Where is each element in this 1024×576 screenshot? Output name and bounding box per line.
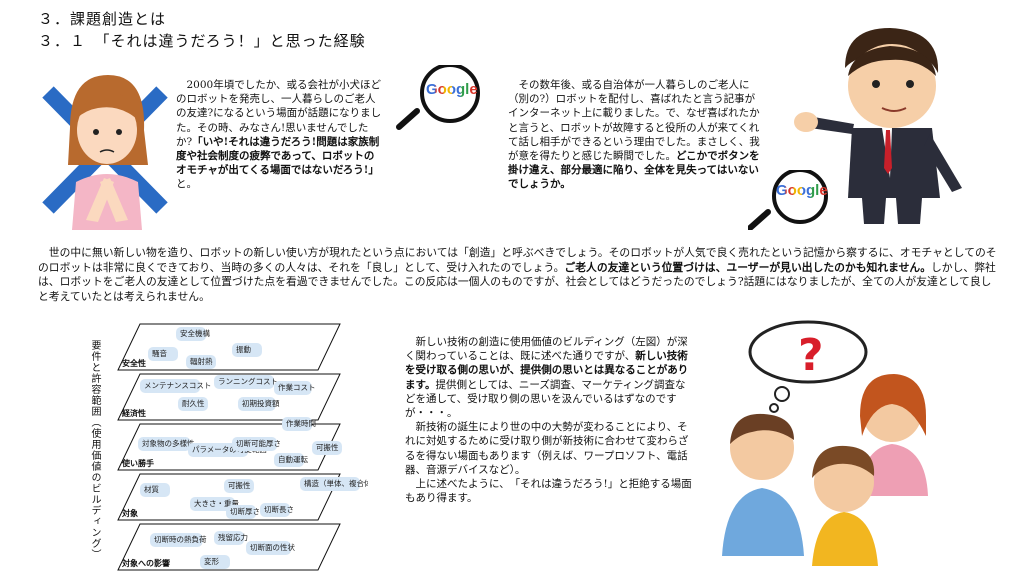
diagram-puzzle-piece [186, 355, 216, 369]
diagram-puzzle-piece [150, 533, 203, 547]
section-heading: ３．課題創造とは [38, 10, 167, 28]
paragraph-creation-analysis: 世の中に無い新しい物を造り、ロボットの新しい使い方が現れたという点においては「創… [38, 246, 997, 303]
diagram-item-label: 構造（単体、複合体） [304, 478, 368, 488]
diagram-layer-title: 対象への影響 [121, 558, 170, 568]
diagram-item-label: メンテナンスコスト [144, 381, 211, 390]
use-value-building-diagram: 安全機構騒音 振動輻射熱 安全性メンテナンスコストランニングコスト作業コスト耐久性 初… [117, 323, 368, 571]
diagram-item-label: 切断時の熱負荷 [154, 534, 207, 544]
diagram-layer-title: 対象 [121, 508, 138, 518]
diagram-puzzle-piece [232, 343, 262, 357]
diagram-item-label: 切断面の性状 [250, 542, 295, 552]
diagram-puzzle-piece [300, 477, 360, 491]
diagram-item-label: 作業時間 [286, 418, 316, 428]
businessman-pointing-illustration [794, 28, 962, 224]
woman-x-illustration [42, 75, 168, 230]
diagram-puzzle-piece [200, 555, 230, 569]
diagram-puzzle-piece [190, 497, 235, 511]
diagram-item-label: 対象物の多様性 [142, 438, 195, 448]
diagram-puzzle-piece [214, 375, 274, 389]
diagram-puzzle-piece [232, 437, 277, 451]
paragraph-robot-story: 2000年頃でしたか、或る会社が小犬ほどのロボットを発売し、一人暮らしのご老人の… [176, 79, 382, 191]
diagram-item-label: 可搬性 [316, 442, 339, 452]
diagram-puzzle-piece [138, 437, 191, 451]
diagram-item-label: 切断可能厚さ [236, 438, 281, 448]
google-magnifier-icon: Google [395, 63, 495, 130]
diagram-item-label: 作業コスト [278, 382, 316, 392]
diagram-puzzle-piece [176, 327, 206, 341]
diagram-puzzle-piece [226, 505, 256, 519]
paragraph-municipality-story: その数年後、或る自治体が一人暮らしのご老人に（別の?）ロボットを配付し、喜ばれた… [508, 79, 760, 191]
diagram-item-label: 変形 [204, 556, 219, 566]
diagram-layer-title: 安全性 [122, 358, 146, 368]
diagram-item-label: 残留応力 [218, 532, 248, 542]
diagram-item-label: 材質 [144, 484, 159, 494]
diagram-item-label: 振動 [236, 344, 251, 354]
thinking-family-illustration: ? [722, 320, 928, 566]
diagram-item-label: 自動運転 [278, 454, 308, 464]
diagram-puzzle-piece [140, 483, 170, 497]
diagram-item-label: 切断厚さ [230, 506, 260, 516]
diagram-puzzle-piece [214, 531, 244, 545]
diagram-puzzle-piece [238, 397, 276, 411]
diagram-item-label: ランニングコスト [218, 376, 278, 386]
diagram-item-label: 輻射熱 [190, 356, 213, 366]
diagram-puzzle-piece [260, 503, 290, 517]
question-mark-icon: ? [798, 330, 824, 381]
diagram-puzzle-piece [148, 347, 178, 361]
diagram-vertical-label: 要件と許容範囲（使用価値のビルディング） [89, 340, 100, 560]
diagram-item-label: 大きさ・重量 [194, 498, 239, 508]
diagram-layer [117, 323, 341, 371]
diagram-item-label: 可搬性 [228, 480, 251, 490]
diagram-puzzle-piece [140, 379, 200, 393]
diagram-item-label: 切断長さ [264, 504, 294, 514]
diagram-puzzle-piece [246, 541, 291, 555]
subsection-heading: ３．１ 「それは違うだろう！」と思った経験 [38, 32, 366, 50]
diagram-puzzle-piece [274, 381, 312, 395]
google-magnifier-icon-2: Google [747, 168, 838, 231]
diagram-item-label: 耐久性 [182, 398, 205, 408]
diagram-layer-title: 使い勝手 [121, 458, 154, 468]
diagram-puzzle-piece [274, 453, 304, 467]
diagram-layer-title: 経済性 [122, 408, 146, 418]
diagram-puzzle-piece [312, 441, 342, 455]
diagram-item-label: 騒音 [152, 348, 167, 358]
diagram-puzzle-piece [178, 397, 208, 411]
paragraph-new-technology: 新しい技術の創造に使用価値のビルディング（左図）が深く関わっていることは、既に述… [405, 336, 692, 505]
diagram-item-label: 初期投資額 [242, 398, 280, 408]
diagram-item-label: 安全機構 [180, 328, 210, 338]
diagram-puzzle-piece [282, 417, 312, 431]
diagram-puzzle-piece [224, 479, 254, 493]
diagram-item-label: パラメータの可変範囲 [192, 444, 267, 454]
